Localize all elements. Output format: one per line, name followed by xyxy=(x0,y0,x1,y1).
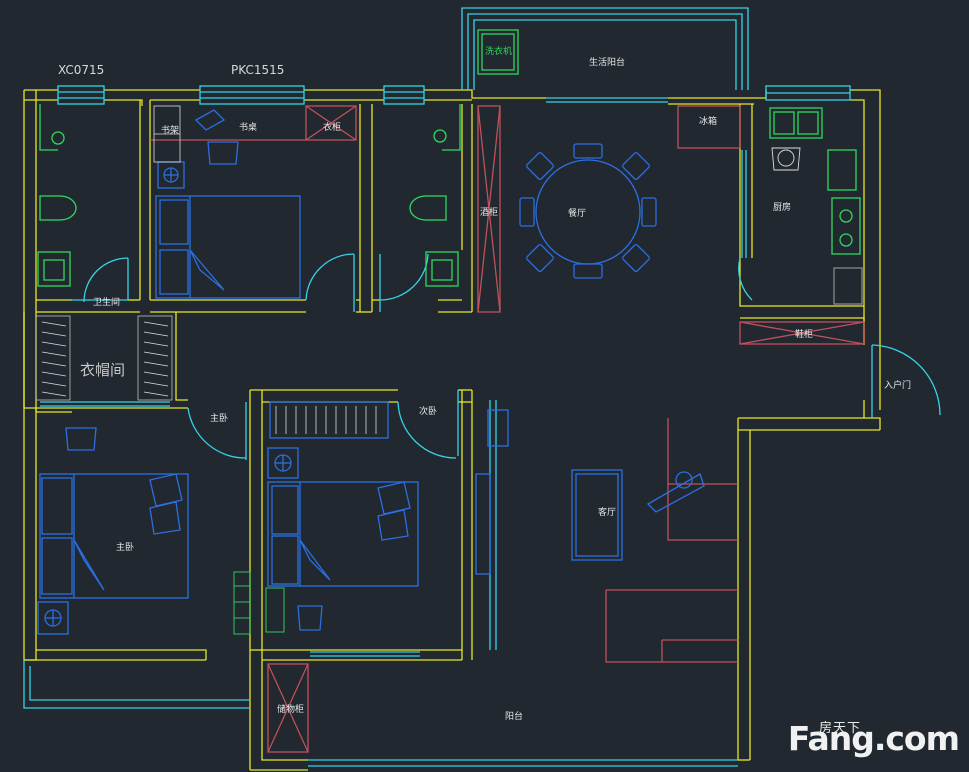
dining-room-label: 餐厅 xyxy=(568,209,587,219)
watermark: 房天下 Fang.com xyxy=(787,719,960,758)
kitchen-label: 厨房 xyxy=(773,203,792,213)
balcony-label: 阳台 xyxy=(505,712,524,722)
fixtures xyxy=(37,29,863,305)
watermark-logo: Fang.com xyxy=(787,719,960,758)
cloakroom-label: 衣帽间 xyxy=(80,361,126,379)
shoe-cabinet-label: 鞋柜 xyxy=(795,330,814,340)
kitchen-figure xyxy=(771,147,801,171)
master-bedroom-door-label: 主卧 xyxy=(210,414,229,424)
clothes-racks xyxy=(35,315,377,434)
bathroom-label: 卫生间 xyxy=(93,298,121,308)
washer-label: 洗衣机 xyxy=(485,47,513,57)
cabinets xyxy=(150,105,865,753)
second-bedroom-label: 次卧 xyxy=(419,407,438,417)
door-swings xyxy=(72,253,941,460)
entrance-label: 入户门 xyxy=(884,381,912,391)
bookcase-label: 书架 xyxy=(161,126,180,136)
window-code-left-label: XC0715 xyxy=(58,63,105,77)
fridge-label: 冰箱 xyxy=(699,117,718,127)
storage-cabinet-label: 储物柜 xyxy=(277,705,305,715)
desk-label: 书桌 xyxy=(239,123,258,133)
chairs xyxy=(233,571,285,635)
living-room-label: 客厅 xyxy=(598,508,617,518)
walls xyxy=(23,89,881,771)
furniture xyxy=(37,109,705,635)
windows xyxy=(23,7,851,767)
watermark-top-text: 房天下 xyxy=(818,721,861,736)
master-bedroom-label: 主卧 xyxy=(116,543,135,553)
bookcase-shelf xyxy=(153,105,181,163)
service-balcony-label: 生活阳台 xyxy=(589,58,626,68)
wine-cabinet-label: 酒柜 xyxy=(480,208,499,218)
window-code-top-label: PKC1515 xyxy=(231,63,285,77)
wardrobe-label: 衣柜 xyxy=(323,123,342,133)
